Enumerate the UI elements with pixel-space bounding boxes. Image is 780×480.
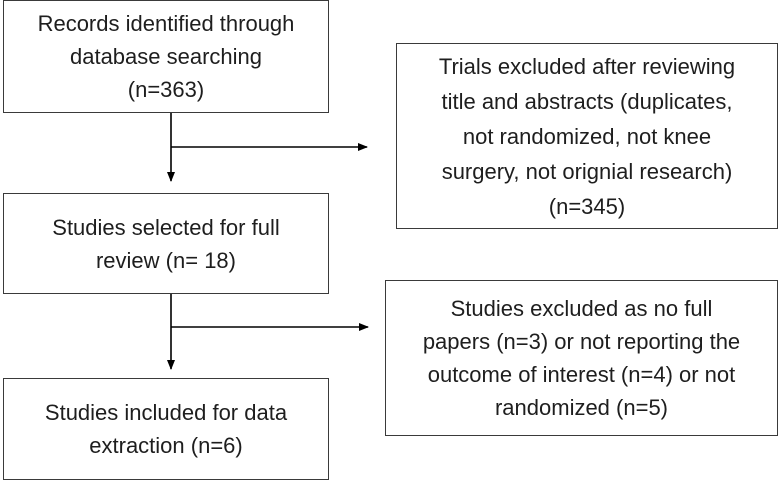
studies-included-box: Studies included for data extraction (n=…	[3, 378, 329, 480]
studies-excluded-line-2: papers (n=3) or not reporting the	[422, 329, 741, 354]
records-identified-box: Records identified through database sear…	[3, 0, 329, 113]
studies-included-line-2: extraction (n=6)	[89, 433, 243, 458]
trials-excluded-line-1: Trials excluded after reviewing	[438, 53, 736, 79]
records-identified-line-1: Records identified through	[37, 11, 295, 36]
studies-excluded-line-4: randomized (n=5)	[494, 395, 669, 420]
studies-excluded-line-1: Studies excluded as no full	[450, 296, 713, 321]
studies-excluded-line-3: outcome of interest (n=4) or not	[427, 362, 736, 387]
trials-excluded-line-2: title and abstracts (duplicates,	[441, 88, 733, 114]
trials-excluded-count: (n=345)	[548, 193, 626, 219]
records-identified-line-2: database searching	[69, 44, 263, 69]
studies-selected-line-2: review (n= 18)	[95, 247, 236, 273]
trials-excluded-box: Trials excluded after reviewing title an…	[396, 43, 778, 229]
records-identified-count: (n=363)	[127, 77, 205, 102]
studies-selected-box: Studies selected for full review (n= 18)	[3, 193, 329, 294]
trials-excluded-line-3: not randomized, not knee	[462, 123, 712, 149]
trials-excluded-line-4: surgery, not orignial research)	[441, 158, 733, 184]
studies-included-line-1: Studies included for data	[44, 400, 288, 425]
studies-selected-line-1: Studies selected for full	[52, 214, 280, 240]
studies-excluded-box: Studies excluded as no full papers (n=3)…	[385, 280, 778, 436]
